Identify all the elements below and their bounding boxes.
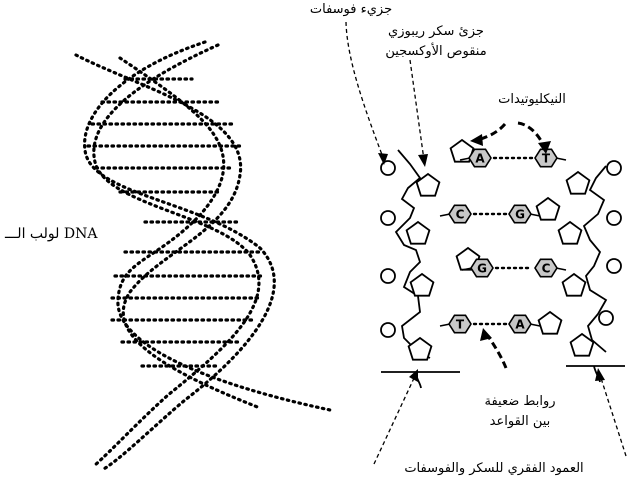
arrow-backbone-left: [374, 376, 415, 464]
deoxyribose-sugar: [409, 338, 432, 360]
base-letter-left: C: [456, 208, 465, 222]
base-letter-left: T: [456, 318, 465, 332]
arrow-backbone-right: [600, 375, 626, 456]
label-backbone: العمود الفقري للسكر والفوسفات: [393, 461, 595, 477]
label-weak-bonds-line2: بين القواعد: [472, 414, 568, 430]
base-letter-left: A: [475, 152, 485, 166]
phosphate-circle: [381, 269, 395, 283]
base-left: A: [469, 149, 491, 166]
base-left: T: [449, 315, 471, 332]
helix-strand-3: [85, 42, 275, 470]
deoxyribose-sugar: [567, 172, 590, 194]
backbone-brackets: [381, 366, 625, 388]
arrowhead-nucleotide-left: [470, 134, 483, 146]
label-deoxyribose-sugar-line2: منقوص الأوكسجين: [378, 44, 494, 60]
deoxyribose-sugar: [563, 274, 586, 296]
base-letter-right: C: [542, 262, 551, 276]
label-phosphate-molecule: جزيء فوسفات: [295, 2, 407, 18]
phosphate-circle: [381, 323, 395, 337]
arrowhead-sugar: [418, 154, 428, 167]
double-helix: [76, 42, 330, 470]
nucleotide-strands: [381, 140, 621, 360]
deoxyribose-sugar: [559, 222, 582, 244]
deoxyribose-sugar: [407, 222, 430, 244]
base-right: C: [535, 259, 557, 276]
phosphate-circle: [607, 259, 621, 273]
base-letter-right: G: [515, 208, 525, 222]
deoxyribose-sugar: [411, 274, 434, 296]
phosphate-circle: [381, 211, 395, 225]
base-left: C: [449, 205, 471, 222]
base-right: A: [509, 315, 531, 332]
base-left: G: [471, 259, 493, 276]
helix-rungs: [88, 79, 265, 366]
base-pairs: A T C G G C T A: [449, 149, 557, 332]
base-right: G: [509, 205, 531, 222]
base-letter-left: G: [477, 262, 487, 276]
phosphate-circle: [607, 161, 621, 175]
phosphate-circle: [607, 211, 621, 225]
deoxyribose-sugar: [539, 312, 562, 334]
arrow-phosphate: [346, 22, 384, 160]
arrow-nucleotide-right: [518, 123, 544, 146]
base-letter-right: A: [515, 318, 525, 332]
deoxyribose-sugar: [537, 198, 560, 220]
phosphate-circle: [599, 311, 613, 325]
label-weak-bonds-line1: روابط ضعيفة: [472, 394, 568, 410]
label-deoxyribose-sugar-line1: جزئ سكر ريبوزي: [378, 24, 494, 40]
label-dna-helix: لولب الـــ DNA: [5, 226, 97, 242]
base-letter-right: T: [542, 152, 551, 166]
arrow-sugar: [410, 60, 424, 160]
helix-strand-4: [94, 45, 259, 465]
helix-strand-1: [76, 55, 260, 408]
arrow-weak-bonds: [488, 336, 506, 368]
label-nucleotides: النيكليوتيدات: [480, 92, 584, 108]
weak-bonds: [474, 158, 532, 324]
deoxyribose-sugar: [571, 334, 594, 356]
